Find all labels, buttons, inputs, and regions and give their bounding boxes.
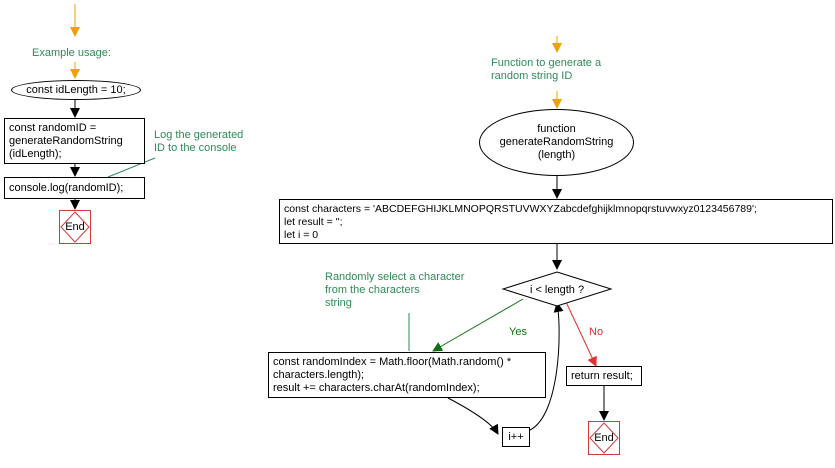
no-label: No xyxy=(589,326,604,338)
comment-select-line-2: from the characters xyxy=(325,284,420,296)
start-statement-text: const idLength = 10; xyxy=(26,83,126,96)
comment-function-line-2: random string ID xyxy=(491,70,573,82)
comment-select-line-1: Randomly select a character xyxy=(325,271,465,283)
increment-node: i++ xyxy=(502,427,530,447)
edge-log-comment-connector xyxy=(107,157,156,178)
comment-log-line-1: Log the generated xyxy=(154,129,244,141)
random-id-node: const randomID = generateRandomString (i… xyxy=(4,118,145,164)
function-node: function generateRandomString (length) xyxy=(479,109,634,176)
init-line-3: let i = 0 xyxy=(284,229,319,241)
edge-yes xyxy=(432,298,524,352)
edge-no xyxy=(565,301,597,367)
random-id-line-2: generateRandomString xyxy=(9,135,123,147)
comment-select-line-3: string xyxy=(325,297,352,309)
function-line-1: function xyxy=(537,123,576,135)
edge-body-to-increment xyxy=(447,397,499,435)
loop-body-node: const randomIndex = Math.floor(Math.rand… xyxy=(268,352,546,398)
end-node-left: End xyxy=(59,210,91,244)
function-label: function generateRandomString (length) xyxy=(500,123,614,162)
start-statement-node: const idLength = 10; xyxy=(11,80,141,100)
body-line-3: result += characters.charAt(randomIndex)… xyxy=(273,382,480,394)
increment-text: i++ xyxy=(508,431,524,443)
init-node: const characters = 'ABCDEFGHIJKLMNOPQRST… xyxy=(279,199,833,244)
random-id-line-3: (idLength); xyxy=(9,148,62,160)
return-text: return result; xyxy=(571,370,633,382)
init-line-1: const characters = 'ABCDEFGHIJKLMNOPQRST… xyxy=(284,203,757,215)
end-label-right: End xyxy=(594,432,614,444)
return-node: return result; xyxy=(566,366,642,386)
decision-label: i < length ? xyxy=(530,284,584,296)
edge-increment-loop xyxy=(529,302,564,431)
end-node-right: End xyxy=(588,421,620,455)
function-line-3: (length) xyxy=(537,149,576,161)
comment-example-usage: Example usage: xyxy=(32,47,111,59)
comment-random-select: Randomly select a character from the cha… xyxy=(325,271,464,310)
console-log-node: console.log(randomID); xyxy=(4,177,145,199)
comment-log-line-2: ID to the console xyxy=(154,142,237,154)
end-label-left: End xyxy=(65,221,85,233)
function-line-2: generateRandomString xyxy=(499,136,614,148)
comment-function-line-1: Function to generate a xyxy=(491,57,602,69)
init-line-2: let result = ''; xyxy=(284,216,343,228)
yes-label: Yes xyxy=(509,326,527,338)
console-log-text: console.log(randomID); xyxy=(9,182,124,194)
end-diamond-right xyxy=(589,422,619,454)
end-diamond-left xyxy=(60,211,90,243)
body-line-1: const randomIndex = Math.floor(Math.rand… xyxy=(273,356,512,368)
comment-log-generated: Log the generated ID to the console xyxy=(154,129,243,155)
comment-function: Function to generate a random string ID xyxy=(491,57,601,83)
random-id-line-1: const randomID = xyxy=(9,122,97,134)
decision-diamond xyxy=(501,271,613,307)
body-line-2: characters.length); xyxy=(273,369,365,381)
